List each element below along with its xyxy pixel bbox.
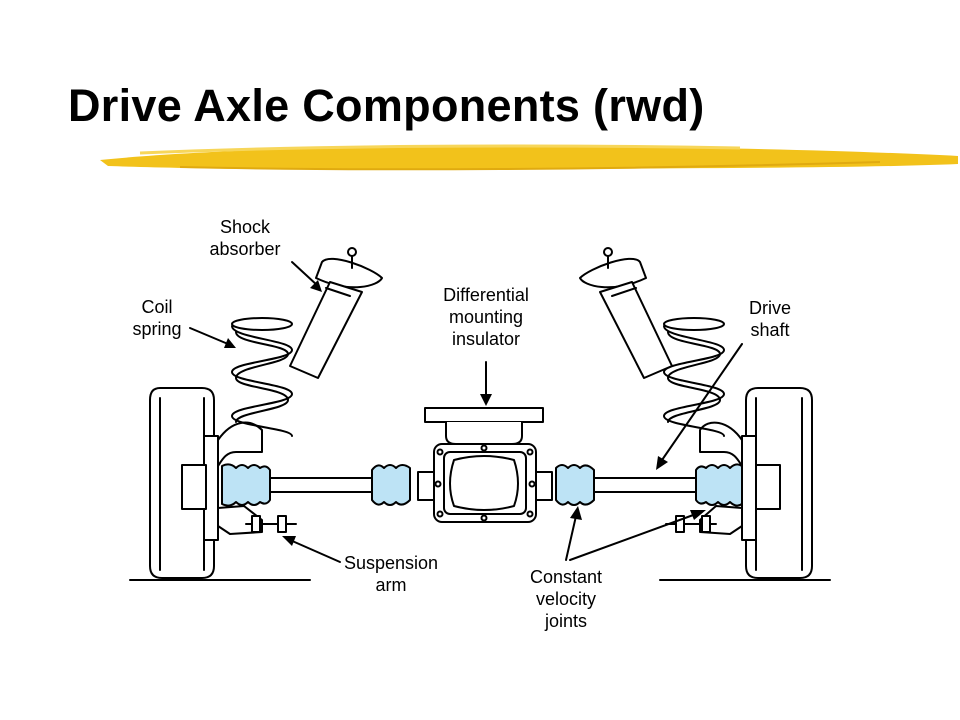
left-knuckle [217, 421, 263, 467]
cv-boot-left-inner [371, 464, 411, 506]
label-shock-absorber: Shock absorber [209, 217, 281, 259]
right-coil-spring [663, 317, 725, 437]
right-suspension-arm-bolt [665, 515, 717, 533]
left-wheel-hub [181, 435, 219, 541]
left-shock-absorber [289, 247, 383, 379]
leader-coil-spring [189, 327, 236, 348]
left-suspension-arm-bolt [245, 515, 297, 533]
right-wheel-hub [741, 435, 781, 541]
left-coil-spring [231, 317, 293, 437]
leader-cv-joint-outer [569, 510, 706, 561]
label-drive-shaft: Drive shaft [748, 298, 791, 340]
right-knuckle [699, 421, 743, 467]
leader-shock-absorber [291, 261, 322, 292]
label-suspension-arm: Suspension arm [343, 553, 439, 595]
leader-cv-joint-inner [565, 506, 582, 561]
right-drive-shaft [593, 477, 703, 493]
label-coil-spring: Coil spring [132, 297, 182, 339]
leader-drive-shaft [656, 343, 743, 470]
differential-housing [417, 407, 553, 523]
leader-differential-insulator [480, 361, 492, 406]
cv-boot-left-outer [221, 463, 271, 507]
cv-boot-right-inner [555, 464, 595, 506]
slide-title: Drive Axle Components (rwd) [68, 80, 705, 131]
right-shock-absorber [579, 247, 673, 379]
leader-suspension-arm [282, 536, 341, 563]
label-constant-velocity-joints: Constant velocity joints [529, 567, 603, 631]
left-drive-shaft [261, 477, 377, 493]
cv-boot-right-outer [695, 463, 743, 507]
title-highlight-stroke [100, 144, 958, 171]
label-differential-mounting-insulator: Differential mounting insulator [443, 285, 529, 349]
